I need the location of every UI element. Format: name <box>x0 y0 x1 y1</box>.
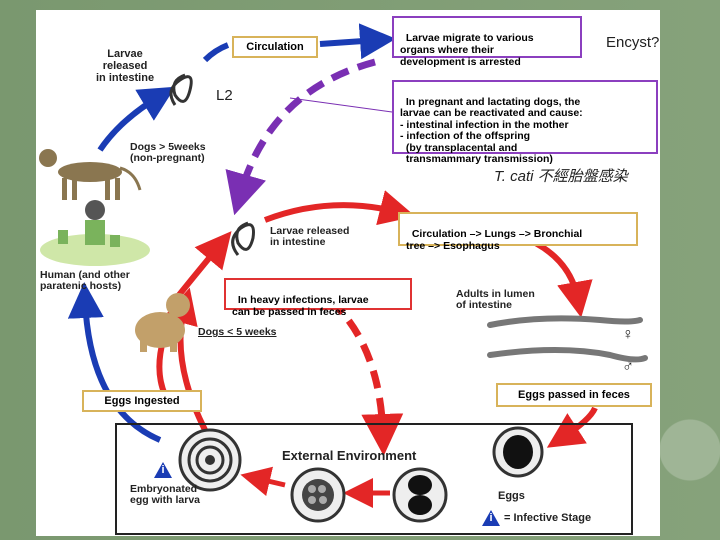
adults-lumen-label: Adults in lumen of intestine <box>456 288 535 311</box>
eggs-passed-box: Eggs passed in feces <box>496 383 652 407</box>
arrow-heavy-dashed <box>327 297 404 456</box>
egg-icon <box>492 426 544 478</box>
arrow-egg-to-egg-2 <box>240 466 286 497</box>
puppy-icon <box>135 293 190 352</box>
larva-icon <box>169 73 193 106</box>
pregnant-note-box: In pregnant and lactating dogs, the larv… <box>392 80 658 165</box>
arrow-eggs-ingested-2 <box>162 287 208 432</box>
arrow-reactivation <box>225 58 376 216</box>
heavy-infections-box: In heavy infections, larvae can be passe… <box>224 278 412 318</box>
pregnant-note-label: In pregnant and lactating dogs, the larv… <box>400 95 583 165</box>
larvae-released-mid-label: Larvae released in intestine <box>270 225 350 248</box>
worm-icon <box>487 315 648 363</box>
circulation-label: Circulation <box>246 41 304 53</box>
egg-icon <box>178 428 242 492</box>
larvae-migrate-box: Larvae migrate to various organs where t… <box>392 16 582 68</box>
human-figure-icon <box>40 200 150 266</box>
male-symbol: ♂ <box>622 358 634 375</box>
female-symbol: ♀ <box>622 326 634 343</box>
dog-icon <box>39 149 142 200</box>
dogs-lt5-label: Dogs < 5 weeks <box>198 326 277 338</box>
eggs-passed-label: Eggs passed in feces <box>518 389 630 401</box>
circulation-path-label: Circulation –> Lungs –> Bronchial tree –… <box>406 228 583 252</box>
external-env-label: External Environment <box>282 448 417 463</box>
encyst-label: Encyst? <box>606 34 660 51</box>
eggs-ingested-label: Eggs Ingested <box>104 395 180 407</box>
t-cati-label: T. cati 不經胎盤感染 <box>494 168 628 185</box>
arrow-circulation-to-organs <box>319 23 396 60</box>
infective-stage-label: = Infective Stage <box>504 512 592 524</box>
external-environment-box <box>115 423 633 535</box>
callout-line <box>289 97 393 113</box>
larvae-migrate-label: Larvae migrate to various organs where t… <box>400 32 534 68</box>
human-hosts-label: Human (and other paratenic hosts) <box>40 269 130 292</box>
egg-icon <box>290 467 346 523</box>
circulation-path-box: Circulation –> Lungs –> Bronchial tree –… <box>398 212 638 252</box>
arrow-larvae-to-circulation <box>202 42 230 63</box>
larvae-released-top-label: Larvae released in intestine <box>96 48 155 84</box>
l2-label: L2 <box>216 87 233 104</box>
arrow-adults-to-eggs <box>546 406 598 448</box>
circulation-box: Circulation <box>232 36 318 58</box>
embryonated-egg-label: Embryonated egg with larva <box>130 483 201 506</box>
dogs-gt5-label: Dogs > 5weeks (non-pregnant) <box>130 141 206 164</box>
eggs-label: Eggs <box>498 490 525 502</box>
heavy-infections-label: In heavy infections, larvae can be passe… <box>232 294 369 318</box>
arrow-dog-to-larvae <box>97 86 176 152</box>
arrow-larvae-to-circulation-path <box>263 190 416 226</box>
eggs-ingested-box: Eggs Ingested <box>82 390 202 412</box>
arrow-puppy-to-larvae <box>172 231 232 302</box>
larva-icon <box>231 221 255 256</box>
egg-icon <box>392 467 448 523</box>
